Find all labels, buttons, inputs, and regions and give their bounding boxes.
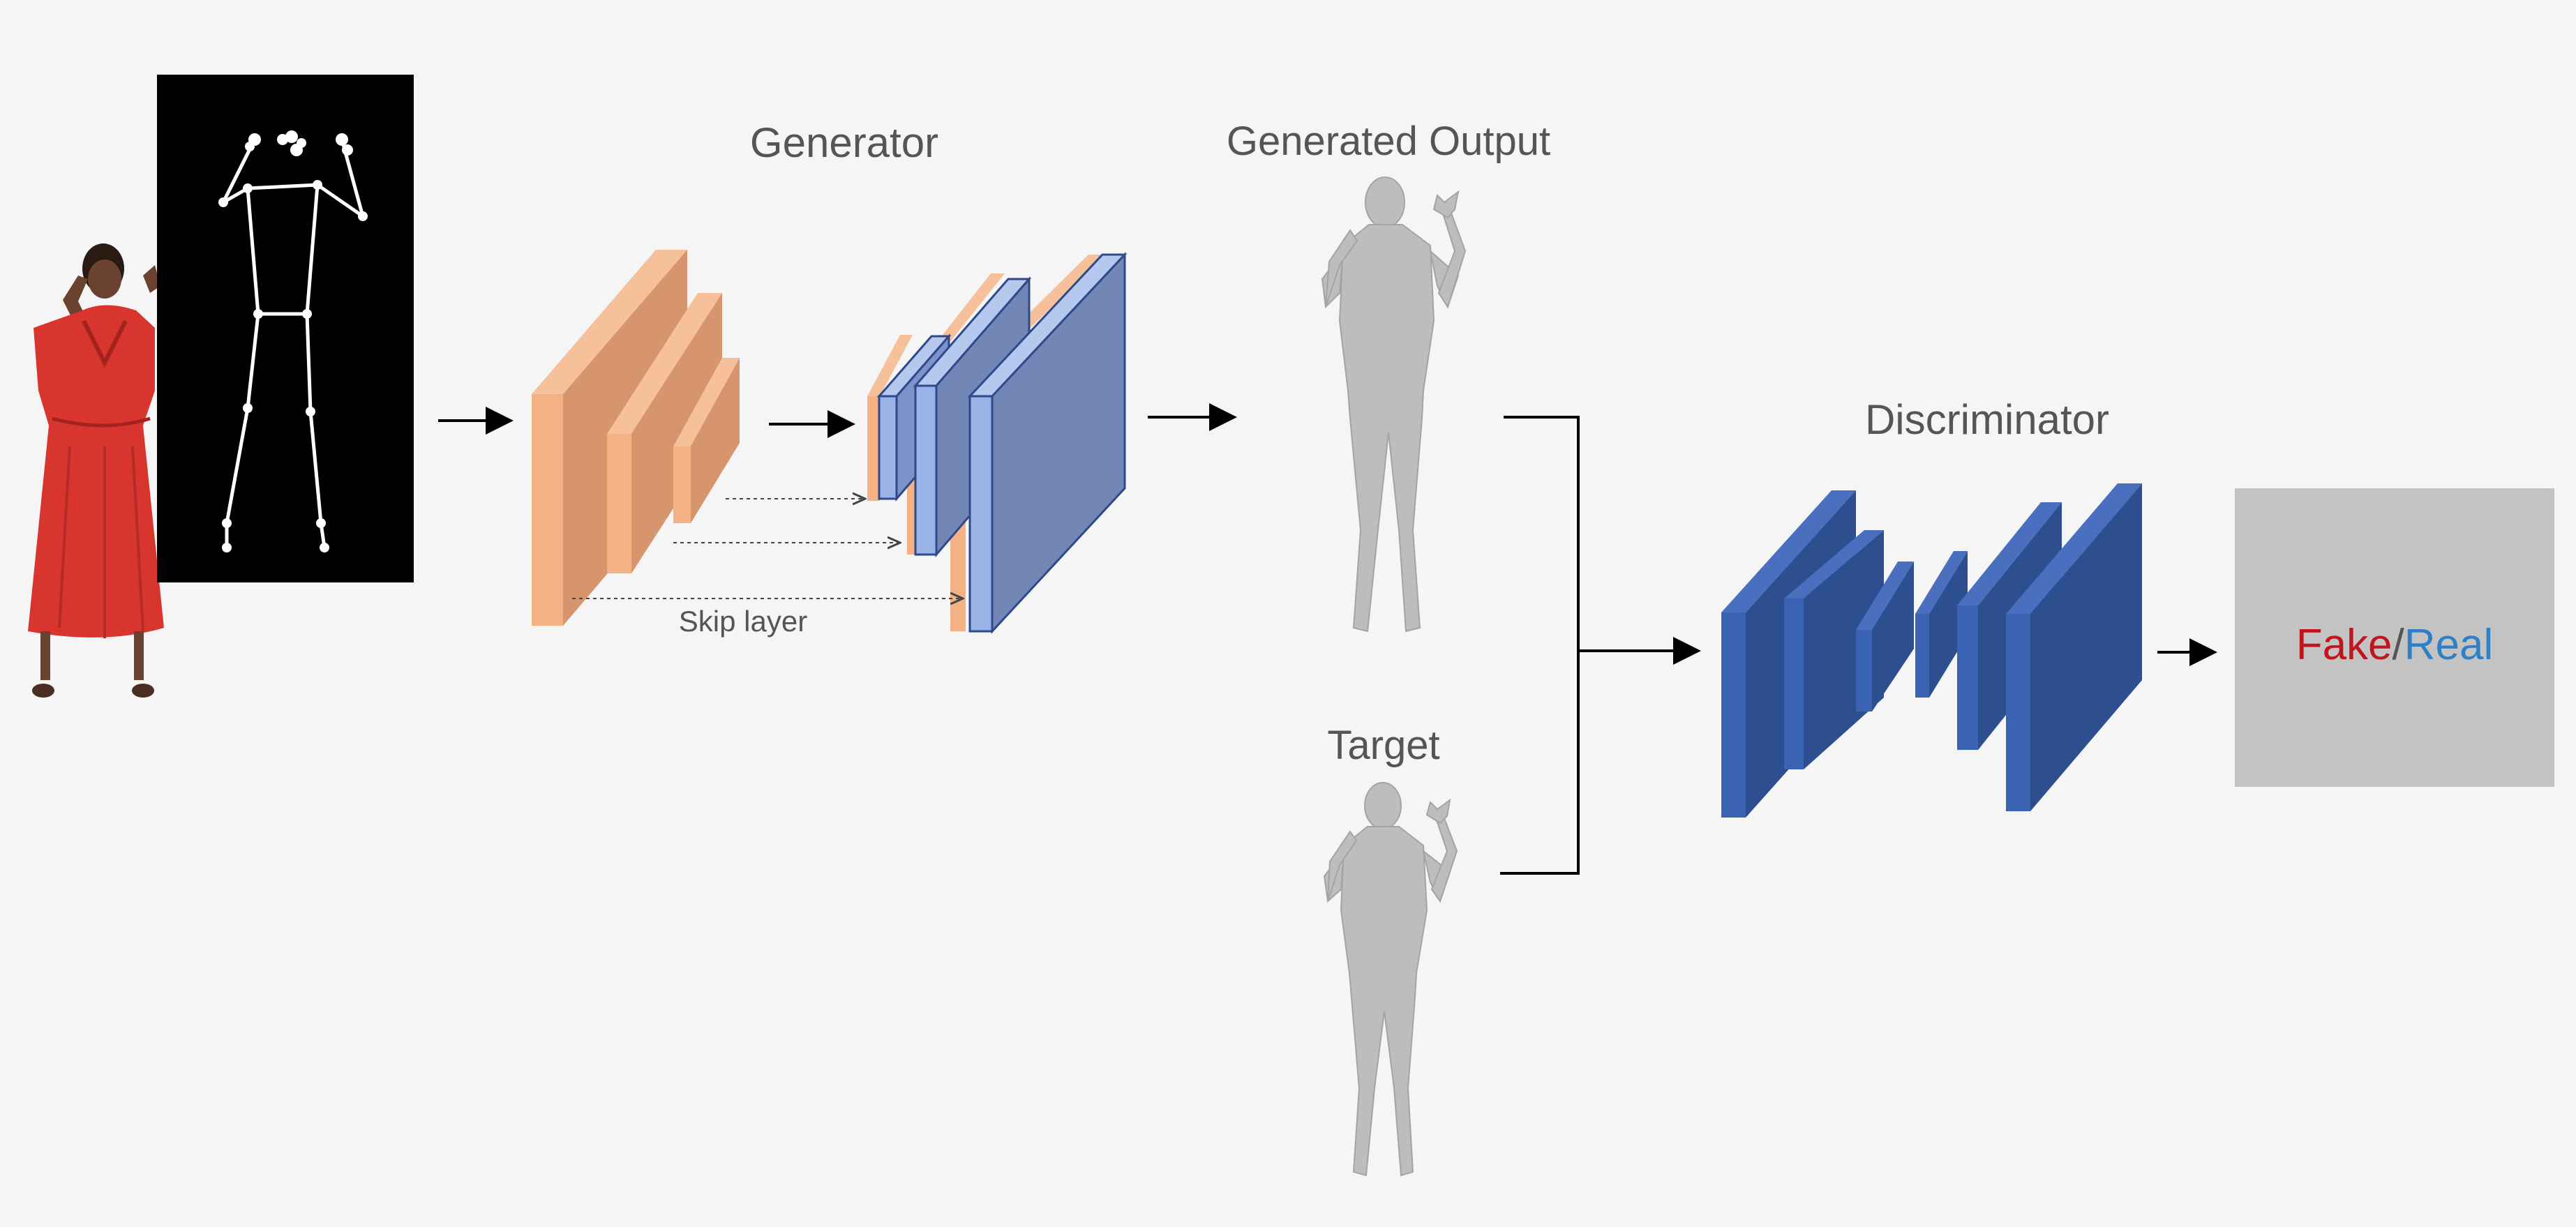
generator-decoder xyxy=(867,252,1128,634)
generator-encoder xyxy=(532,250,740,626)
target-mannequin xyxy=(1323,782,1458,1177)
connector-lines xyxy=(1500,416,1580,875)
target-label: Target xyxy=(1327,723,1439,768)
generated-output-label: Generated Output xyxy=(1227,119,1550,164)
real-label: Real xyxy=(2404,621,2494,669)
slash-label: / xyxy=(2392,621,2405,669)
fake-real-output-box xyxy=(2235,488,2554,787)
generator-label: Generator xyxy=(750,119,938,166)
pose-skeleton-image xyxy=(157,75,414,582)
discriminator-label: Discriminator xyxy=(1865,396,2109,443)
skip-layer-label: Skip layer xyxy=(679,605,807,638)
discriminator-network xyxy=(1721,483,2142,818)
generated-output-mannequin xyxy=(1321,176,1467,633)
skip-connections xyxy=(572,499,963,599)
fake-real-text: Fake/Real xyxy=(2296,621,2494,669)
fake-label: Fake xyxy=(2296,621,2392,669)
input-person-image xyxy=(28,243,164,698)
